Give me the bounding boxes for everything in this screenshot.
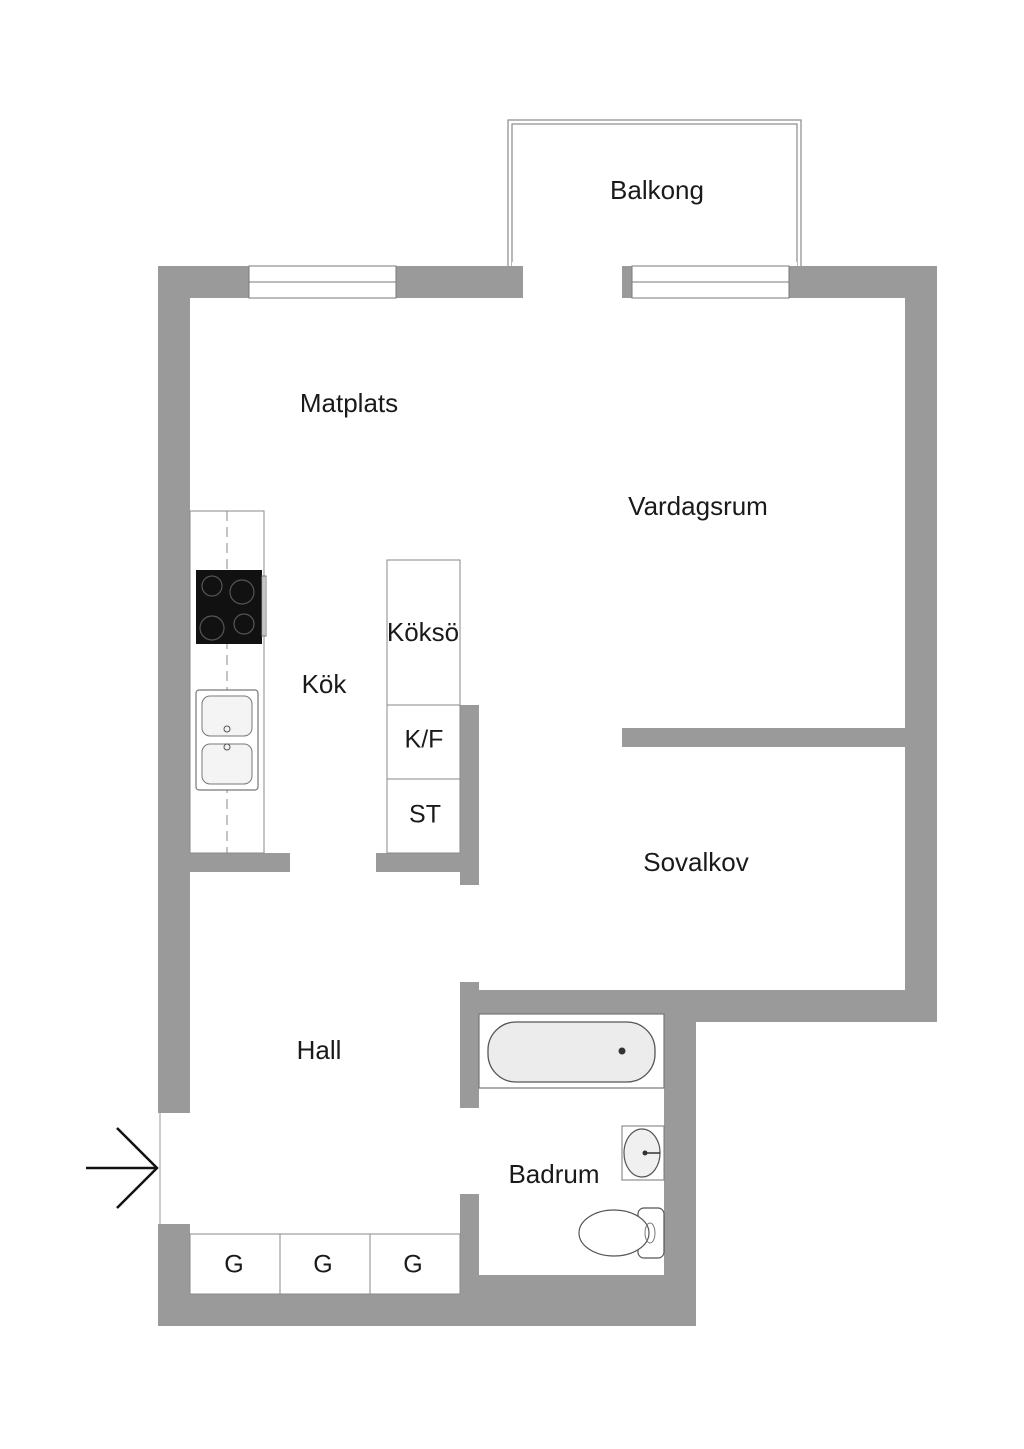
- kitchen-sink-icon: [195, 689, 259, 791]
- windows: [248, 265, 790, 299]
- room-label-bed-alcove: Sovalkov: [643, 847, 749, 877]
- entrance-arrow-icon: [86, 1113, 161, 1224]
- label-wardrobe-1: G: [224, 1251, 243, 1279]
- room-label-bathroom: Badrum: [508, 1159, 599, 1189]
- toilet-icon: [578, 1207, 665, 1259]
- kitchen-island: [386, 559, 461, 854]
- stove-icon: [196, 570, 267, 644]
- label-fridge-freezer: K/F: [405, 726, 444, 754]
- label-dishwasher: ST: [409, 801, 441, 829]
- bathtub-icon: [478, 1013, 665, 1089]
- label-wardrobe-2: G: [313, 1251, 332, 1279]
- label-wardrobe-3: G: [403, 1251, 422, 1279]
- room-label-kitchen: Kök: [302, 669, 348, 699]
- walls: [158, 266, 937, 1326]
- room-label-balcony: Balkong: [610, 175, 704, 205]
- room-label-dining: Matplats: [300, 388, 398, 418]
- room-label-living: Vardagsrum: [628, 491, 768, 521]
- washbasin-icon: [621, 1125, 665, 1181]
- wardrobes: [189, 1233, 461, 1295]
- room-label-hall: Hall: [297, 1035, 342, 1065]
- room-label-kitchen-island: Köksö: [387, 617, 459, 647]
- kitchen-counter: [189, 510, 265, 854]
